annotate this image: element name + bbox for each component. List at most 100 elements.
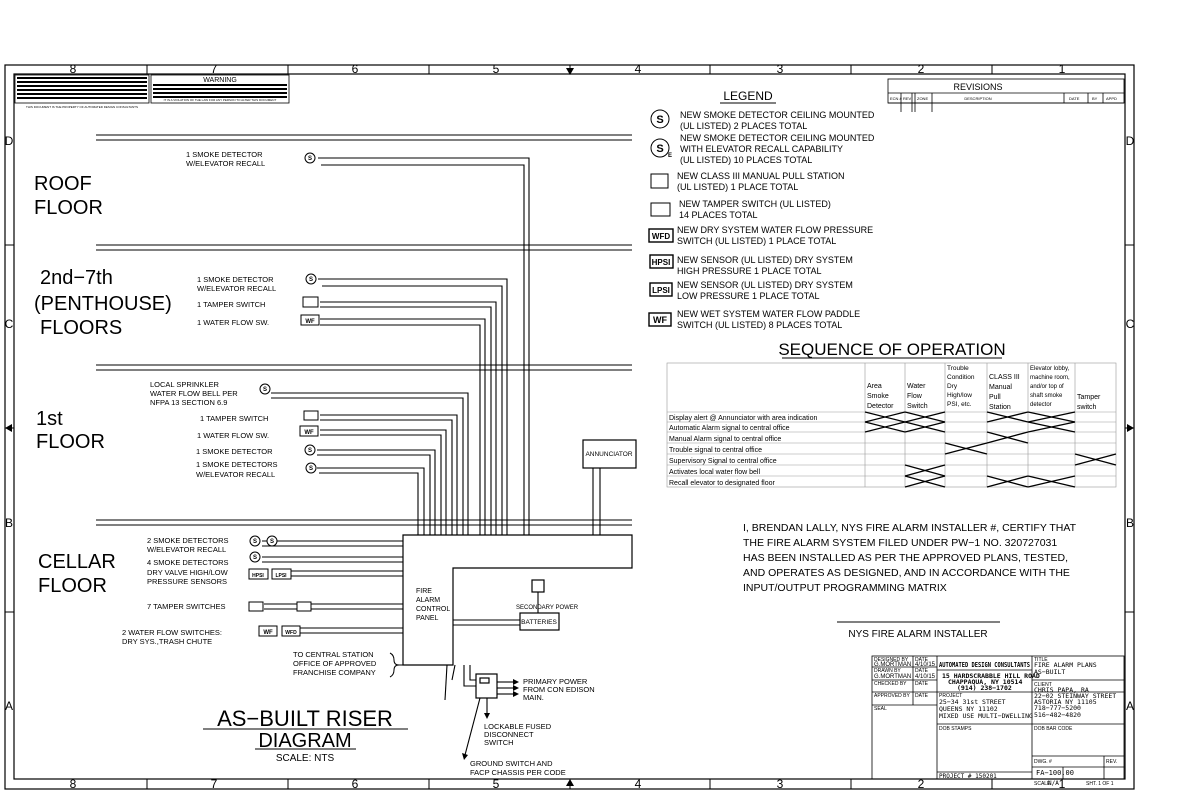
legend-text: WITH ELEVATOR RECALL CAPABILITY <box>680 144 843 154</box>
annunciator-label: ANNUNCIATOR <box>585 451 632 458</box>
symbol-text: LPSI <box>275 573 287 579</box>
floor-label-first: 1st <box>36 408 63 430</box>
sequence-col-header: Elevator lobby, <box>1030 366 1070 372</box>
riser-wiring <box>262 157 601 756</box>
facp-label: PANEL <box>416 615 439 622</box>
water-flow-bell-icon <box>259 383 271 395</box>
sequence-mark <box>904 464 946 477</box>
zone-row-label: D <box>5 134 14 148</box>
tb-client: 718−777−5200 <box>1034 704 1081 712</box>
tamper-switch-icon <box>650 202 671 217</box>
sequence-col-header: machine room, <box>1030 375 1070 381</box>
warning-text: IT IS A VIOLATION OF THE LAW FOR ANY PER… <box>164 98 277 102</box>
border-zone-labels: 8 7 6 5 4 3 2 1 8 7 6 5 4 3 2 1 D C B A … <box>5 62 1135 791</box>
sequence-mark <box>944 442 988 455</box>
sequence-row-label: Manual Alarm signal to central office <box>669 436 781 443</box>
installer-signature-label: NYS FIRE ALARM INSTALLER <box>848 629 987 640</box>
sequence-mark <box>904 475 946 488</box>
water-flow-switch-icon <box>299 425 319 437</box>
legend-text: NEW SENSOR (UL LISTED) DRY SYSTEM <box>677 255 853 265</box>
tb-label: DATE <box>915 681 929 687</box>
sequence-col-header: Pull <box>989 394 1001 401</box>
smoke-detector-icon <box>650 109 670 129</box>
sequence-title: SEQUENCE OF OPERATION <box>778 340 1005 359</box>
facp-label: ALARM <box>416 597 440 604</box>
legend-text: (UL LISTED) 1 PLACE TOTAL <box>677 182 798 192</box>
high-pressure-sensor-icon <box>649 254 674 269</box>
symbol-text: WF <box>305 319 315 325</box>
disconnect-label: SWITCH <box>484 738 514 747</box>
legend-symbol-text: WFD <box>652 232 670 241</box>
rev-col-header: ECN # <box>890 96 903 101</box>
device-label: 1 SMOKE DETECTOR <box>197 275 274 284</box>
zone-col-label: 2 <box>918 777 925 791</box>
rev-col-header: BY <box>1092 96 1098 101</box>
symbol-text: HPSI <box>252 573 264 579</box>
zone-col-label: 6 <box>352 62 359 76</box>
title-block-grid <box>871 655 1125 780</box>
wiring-arrows <box>462 679 519 760</box>
zone-col-label: 7 <box>211 62 218 76</box>
disconnect-label: LOCKABLE FUSED <box>484 722 552 731</box>
device-label: DRY SYS.,TRASH CHUTE <box>122 637 212 646</box>
legend-text: HIGH PRESSURE 1 PLACE TOTAL <box>677 266 822 276</box>
sequence-mark <box>1027 411 1076 423</box>
tb-dwg-number: FA−100.00 <box>1036 769 1074 777</box>
sequence-of-operation: SEQUENCE OF OPERATION Area Smoke Detecto… <box>666 340 1117 488</box>
legend-text: SWITCH (UL LISTED) 1 PLACE TOTAL <box>677 236 836 246</box>
legend-symbol-text: LPSI <box>652 286 670 295</box>
title-block-text: DESIGNED BY G.MORTMAN DATE 4/10/15 DRAWN… <box>874 657 1117 787</box>
tb-company: AUTOMATED DESIGN CONSULTANTS <box>939 661 1030 669</box>
ground-label: FACP CHASSIS PER CODE <box>470 768 566 777</box>
primary-power-label: FROM CON EDISON <box>523 685 595 694</box>
smoke-detector-icon <box>304 444 316 456</box>
symbol-text: S <box>309 466 313 472</box>
primary-power-label: PRIMARY POWER <box>523 677 588 686</box>
device-label: 1 WATER FLOW SW. <box>197 431 269 440</box>
sequence-col-header: Water <box>907 383 926 390</box>
legend-text: LOW PRESSURE 1 PLACE TOTAL <box>677 291 820 301</box>
legend-symbol-text: S <box>656 114 663 126</box>
sequence-col-header: and/or top of <box>1030 384 1064 390</box>
device-label: 7 TAMPER SWITCHES <box>147 602 225 611</box>
header-notice: THIS DOCUMENT IS THE PROPERTY OF AUTOMAT… <box>14 74 290 109</box>
sequence-grid <box>666 362 1117 488</box>
drawing-title: AS−BUILT RISER DIAGRAM SCALE: NTS <box>217 706 393 764</box>
smoke-detector-icon <box>266 535 278 547</box>
revisions-block <box>887 78 1125 112</box>
device-label: FRANCHISE COMPANY <box>293 668 376 677</box>
zone-col-label: 2 <box>918 62 925 76</box>
sequence-mark <box>904 421 946 433</box>
sequence-mark <box>864 411 906 423</box>
smoke-detector-icon <box>249 535 261 547</box>
tb-project-number: PROJECT # 150201 <box>939 773 997 780</box>
tb-client: ASTORIA NY 11105 <box>1034 698 1097 706</box>
symbol-text: S <box>263 387 267 393</box>
dry-flow-switch-icon <box>648 228 674 243</box>
legend-text: NEW CLASS III MANUAL PULL STATION <box>677 171 845 181</box>
device-label: 1 TAMPER SWITCH <box>197 300 265 309</box>
sequence-col-header: Condition <box>947 374 975 381</box>
zone-row-label: B <box>1126 516 1134 530</box>
dry-flow-switch-icon <box>281 625 301 637</box>
legend-title: LEGEND <box>723 89 773 103</box>
sequence-marks <box>864 411 1117 488</box>
revisions-title: REVISIONS <box>953 82 1002 92</box>
sequence-mark <box>986 431 1029 444</box>
tb-label: CLIENT <box>1034 682 1052 688</box>
sequence-col-header: switch <box>1077 404 1097 411</box>
device-symbols <box>248 152 320 637</box>
legend-text: 14 PLACES TOTAL <box>679 210 758 220</box>
water-flow-switch-icon <box>258 625 278 637</box>
tb-project: 25−34 31st STREET <box>939 698 1006 706</box>
legend-symbol-text: WF <box>653 315 667 325</box>
sequence-col-header: Switch <box>907 403 928 410</box>
device-label: 1 TAMPER SWITCH <box>200 414 268 423</box>
floor-label-first: FLOOR <box>36 431 105 453</box>
low-pressure-sensor-icon <box>271 568 292 580</box>
revisions-labels: REVISIONS ECN # REV ZONE DESCRIPTION DAT… <box>890 82 1117 101</box>
water-flow-switch-icon <box>648 312 672 327</box>
rev-col-header: DESCRIPTION <box>964 96 991 101</box>
sequence-mark <box>986 411 1029 423</box>
